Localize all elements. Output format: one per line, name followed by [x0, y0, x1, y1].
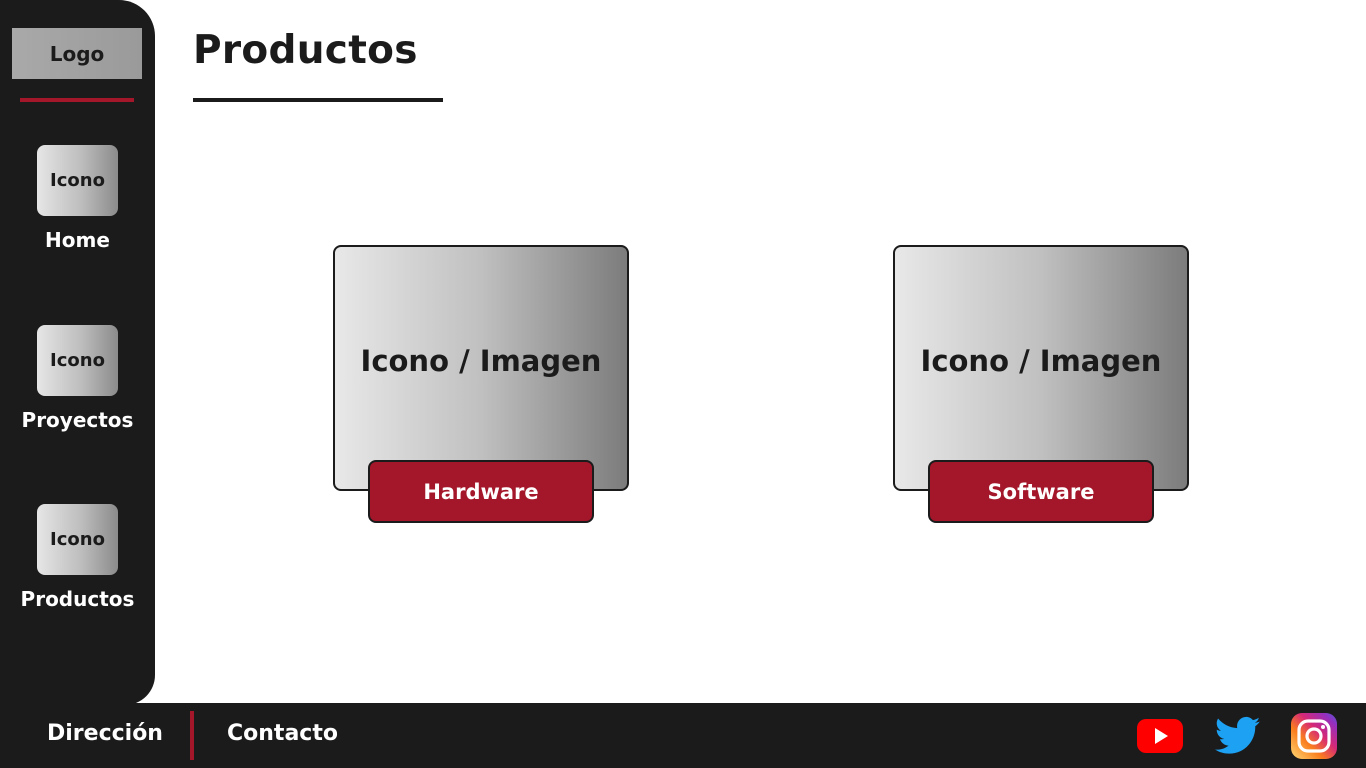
sidebar-item-productos[interactable]: Icono Productos	[0, 504, 155, 611]
hardware-button[interactable]: Hardware	[368, 460, 594, 523]
logo[interactable]: Logo	[12, 28, 142, 79]
proyectos-icon: Icono	[37, 325, 118, 396]
home-icon: Icono	[37, 145, 118, 216]
twitter-icon[interactable]	[1215, 713, 1261, 759]
card-image: Icono / Imagen	[333, 245, 629, 491]
card-image-placeholder: Icono / Imagen	[920, 344, 1162, 378]
sidebar: Logo Icono Home Icono Proyectos Icono Pr…	[0, 0, 155, 705]
footer: Dirección Contacto	[0, 703, 1366, 768]
product-card-software[interactable]: Icono / Imagen Software	[893, 245, 1189, 523]
sidebar-item-proyectos[interactable]: Icono Proyectos	[0, 325, 155, 432]
sidebar-item-label: Productos	[20, 587, 135, 611]
instagram-icon[interactable]	[1291, 713, 1337, 759]
card-image: Icono / Imagen	[893, 245, 1189, 491]
footer-divider	[190, 711, 194, 760]
logo-divider	[20, 98, 134, 102]
page-title: Productos	[193, 28, 418, 73]
sidebar-item-label: Home	[45, 228, 110, 252]
footer-link-direccion[interactable]: Dirección	[47, 721, 163, 746]
title-underline	[193, 98, 443, 102]
sidebar-item-label: Proyectos	[21, 408, 134, 432]
software-button[interactable]: Software	[928, 460, 1154, 523]
footer-link-contacto[interactable]: Contacto	[227, 721, 338, 746]
product-card-hardware[interactable]: Icono / Imagen Hardware	[333, 245, 629, 523]
card-image-placeholder: Icono / Imagen	[360, 344, 602, 378]
productos-icon: Icono	[37, 504, 118, 575]
youtube-icon[interactable]	[1137, 713, 1183, 759]
sidebar-item-home[interactable]: Icono Home	[0, 145, 155, 252]
